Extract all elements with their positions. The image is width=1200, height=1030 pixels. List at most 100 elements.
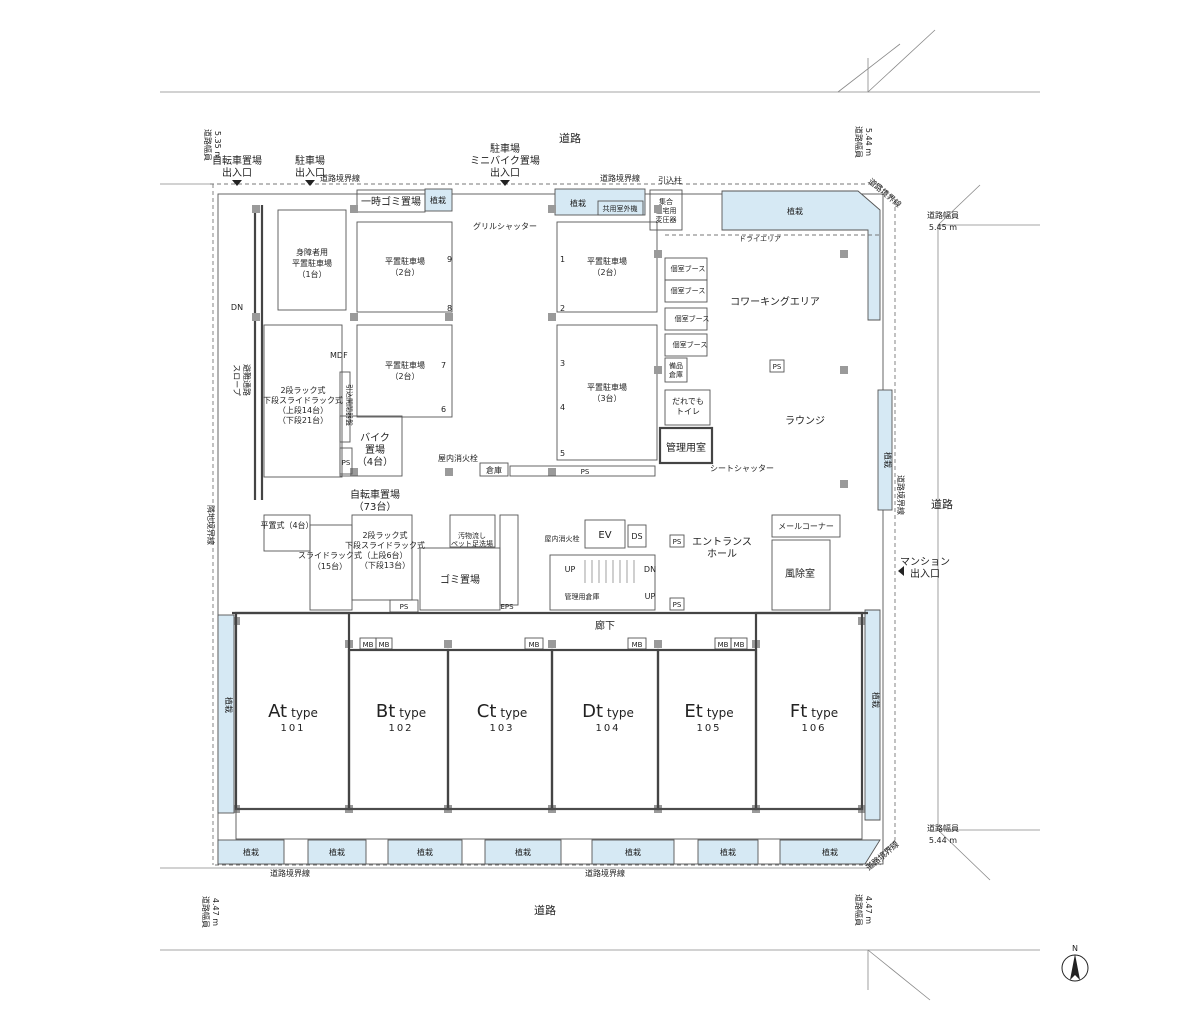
rack-b-1: 2段ラック式 — [362, 530, 407, 540]
north-compass: N — [1061, 944, 1089, 982]
planter-n2 — [554, 188, 646, 216]
svg-text:103: 103 — [489, 723, 514, 734]
sink-area — [449, 514, 496, 548]
planter-s6-label: 植栽 — [720, 847, 736, 857]
flat-parking-d — [556, 324, 658, 461]
width-nl-label: 道路幅員 — [203, 129, 213, 161]
width-sl-label: 道路幅員 — [201, 896, 211, 928]
planter-n2-label: 植栽 — [570, 198, 586, 208]
shared-outdoor-label: 共用室外機 — [603, 204, 638, 213]
bicycle-parking-label: 自転車置場 — [350, 488, 400, 501]
bike-parking — [339, 415, 403, 477]
eps-label: EPS — [500, 603, 514, 611]
stair-up-label-1: UP — [565, 565, 576, 574]
planter-w — [217, 614, 235, 814]
accessible-label-3: （1台） — [297, 269, 326, 279]
flat-parking-d-label: 平置駐車場 — [587, 382, 627, 392]
neighbor-boundary: 隣地境界線 — [206, 505, 216, 545]
svg-text:101: 101 — [280, 723, 305, 734]
svg-text:駐車場: 駐車場 — [295, 154, 325, 167]
toilet-label-1: だれでも — [672, 397, 704, 406]
temp-trash-room — [356, 189, 426, 213]
entrance-minibike: 駐車場 ミニバイク置場 出入口 — [470, 142, 540, 186]
rack-b — [351, 514, 413, 601]
bike-label-1: バイク — [360, 432, 390, 444]
planter-ne-label: 植栽 — [787, 206, 803, 216]
spot-5: 5 — [560, 449, 565, 458]
ps-label-6: PS — [773, 363, 782, 371]
svg-text:出入口: 出入口 — [295, 166, 325, 179]
coworking-label: コワーキングエリア — [730, 295, 820, 308]
hydrant-label-1: 屋内消火栓 — [438, 453, 478, 463]
boundary-south-right: 道路境界線 — [585, 868, 625, 878]
sink-label-2: ペット足洗場 — [451, 539, 493, 548]
svg-text:104: 104 — [595, 723, 620, 734]
ps-label-1: PS — [342, 459, 351, 467]
storage-label-2: 倉庫 — [669, 370, 683, 379]
svg-text:出入口: 出入口 — [490, 166, 520, 179]
spot-3: 3 — [560, 359, 565, 368]
flat-parking-c-label: 平置駐車場 — [587, 256, 627, 266]
booth-label-3: 個室ブース — [675, 314, 710, 323]
width-nr-label: 道路幅員 — [854, 126, 864, 158]
planter-ne — [721, 190, 881, 321]
boundary-east: 道路境界線 — [896, 475, 906, 515]
boundary-north-left: 道路境界線 — [320, 173, 360, 183]
slope-label-2: スロープ — [232, 364, 241, 396]
lounge-label: ラウンジ — [785, 415, 825, 427]
entrance-parking: 駐車場 出入口 — [295, 154, 325, 186]
rack-b-4: （下段13台） — [360, 560, 410, 570]
spot-8: 8 — [447, 304, 452, 313]
booth-label-4: 個室ブース — [673, 340, 708, 349]
ps-shaft-3 — [509, 465, 656, 477]
slide-rack-1: スライドラック式 — [298, 550, 362, 560]
flat-parking-d-count: （3台） — [592, 393, 621, 403]
unit-106 — [754, 611, 864, 811]
planter-s5-label: 植栽 — [625, 847, 641, 857]
planter-s1-label: 植栽 — [243, 847, 259, 857]
entrance-hall-label-1: エントランス — [692, 536, 752, 548]
spot-7: 7 — [441, 361, 446, 370]
planter-e1 — [877, 389, 893, 511]
flat-parking-a-count: （2台） — [390, 267, 419, 277]
spot-2: 2 — [560, 304, 565, 313]
boundary-north-right: 道路境界線 — [600, 173, 640, 183]
stair-core — [549, 554, 656, 611]
flat-parking-c-count: （2台） — [592, 267, 621, 277]
planter-s7-label: 植栽 — [822, 847, 838, 857]
lead-panel-label: 引込開閉器盤 — [345, 384, 354, 426]
compass-n-label: N — [1072, 944, 1078, 953]
bicycle-parking-count: （73台） — [354, 500, 397, 513]
rack-a-4: （下段21台） — [278, 415, 328, 425]
rack-a-2: 下段スライドラック式 — [263, 395, 343, 405]
eps-shaft — [499, 514, 519, 606]
ps-label-4: PS — [673, 538, 682, 546]
spot-9: 9 — [447, 255, 452, 264]
arrow-down-icon — [500, 180, 510, 186]
svg-text:102: 102 — [388, 723, 413, 734]
corridor-label: 廊下 — [595, 619, 615, 632]
transformer — [649, 189, 683, 231]
flat-parking-b-label: 平置駐車場 — [385, 360, 425, 370]
entrance-bicycle: 自転車置場 出入口 — [212, 154, 262, 186]
entrance-hall-label-2: ホール — [707, 548, 737, 560]
booths — [664, 257, 708, 357]
flat-parking-a — [356, 221, 453, 313]
planter-e1-label: 植栽 — [883, 452, 893, 468]
windbreak-label: 風除室 — [785, 567, 815, 580]
elevator — [584, 519, 626, 549]
grill-shutter-label: グリルシャッター — [473, 221, 537, 231]
toilet-label-2: トイレ — [676, 407, 700, 416]
shared-outdoor-unit — [597, 200, 644, 216]
width-nl-value: 5.35 m — [213, 131, 222, 159]
